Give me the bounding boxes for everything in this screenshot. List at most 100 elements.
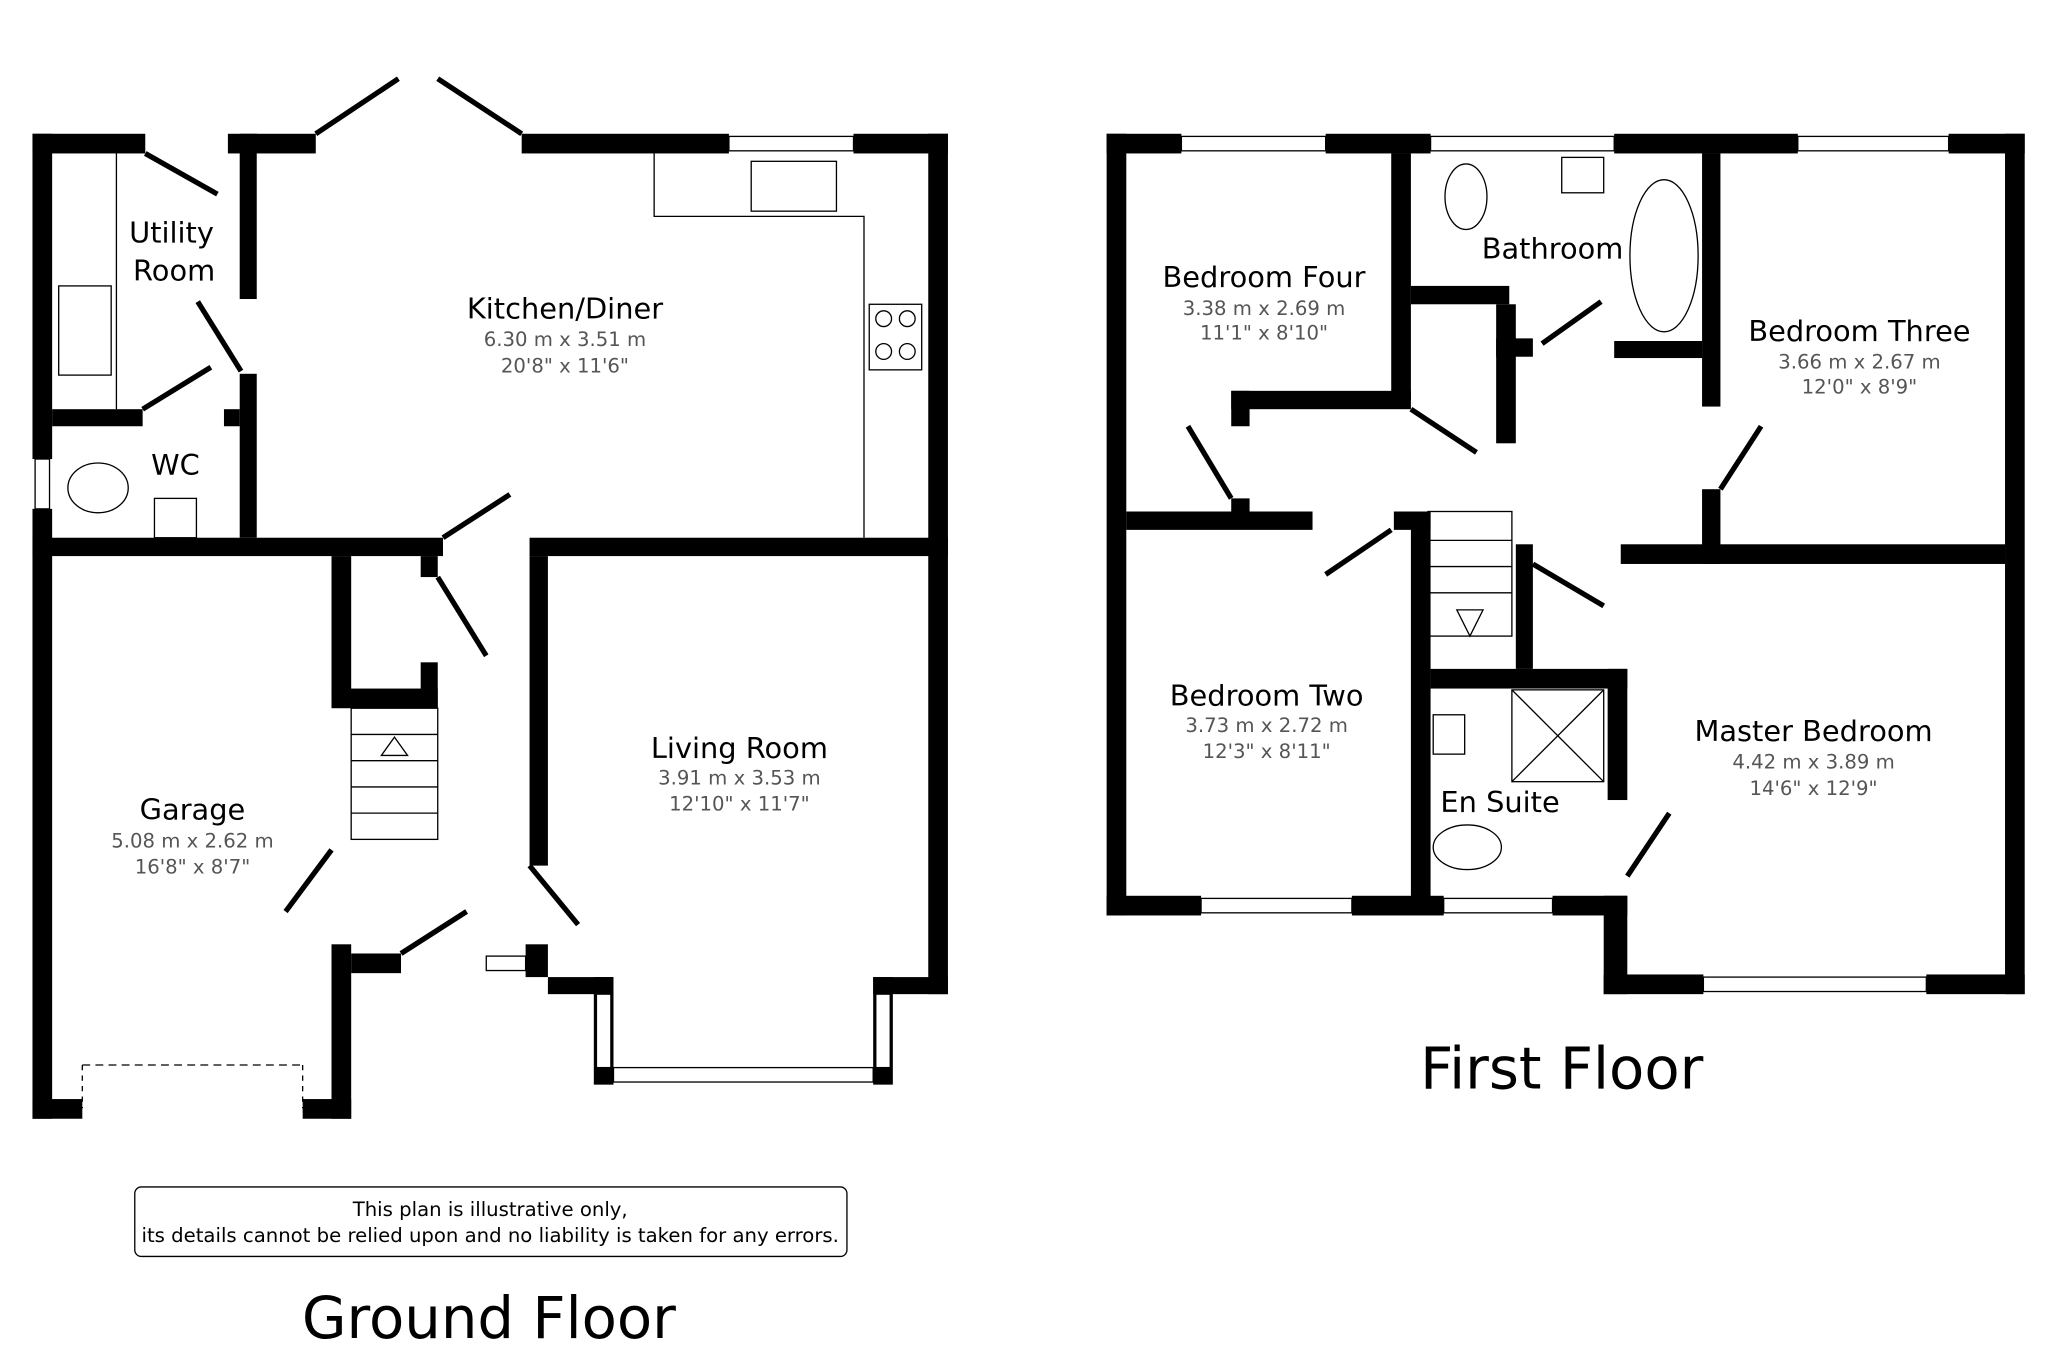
- wall: [853, 133, 948, 154]
- wall: [1231, 390, 1250, 427]
- window: [612, 1066, 874, 1083]
- room-dims-imperial-bed2: 12'3" x 8'11": [1203, 740, 1331, 763]
- wall: [1496, 338, 1533, 357]
- room-dims-metric-kitchen: 6.30 m x 3.51 m: [484, 328, 646, 351]
- stairs: [1427, 510, 1513, 637]
- wall: [1926, 974, 2025, 995]
- window: [1443, 897, 1554, 914]
- wall: [1410, 511, 1431, 905]
- wall: [302, 1099, 352, 1119]
- room-dims-metric-bed2: 3.73 m x 2.72 m: [1185, 714, 1347, 737]
- wall: [529, 537, 948, 557]
- wall: [1325, 133, 1431, 154]
- wall: [351, 953, 402, 974]
- window: [34, 458, 51, 510]
- room-dims-metric-bed3: 3.66 m x 2.67 m: [1778, 351, 1940, 374]
- disclaimer-box: [134, 1186, 848, 1258]
- wall: [32, 537, 443, 557]
- wall: [1126, 511, 1313, 530]
- wall: [1430, 668, 1628, 689]
- wall: [331, 688, 438, 709]
- room-dims-imperial-living: 12'10" x 11'7": [669, 793, 810, 816]
- basin-icon: [1561, 156, 1605, 194]
- wall: [32, 1099, 83, 1119]
- wall: [1607, 668, 1628, 801]
- wall: [1614, 341, 1703, 359]
- stairs: [350, 707, 439, 841]
- window: [1200, 897, 1353, 914]
- ground-floor-title: Ground Floor: [302, 1284, 676, 1352]
- wall: [32, 508, 53, 1119]
- bath-icon: [1629, 179, 1699, 333]
- wall: [239, 133, 257, 300]
- wall: [1496, 304, 1516, 444]
- room-dims-imperial-garage: 16'8" x 8'7": [135, 855, 251, 878]
- first-floor-title: First Floor: [1420, 1035, 1704, 1103]
- wall: [239, 373, 257, 538]
- room-dims-imperial-kitchen: 20'8" x 11'6": [501, 354, 629, 377]
- room-dims-metric-garage: 5.08 m x 2.62 m: [111, 829, 273, 852]
- room-name-wc: WC: [151, 448, 200, 482]
- wall: [420, 556, 438, 578]
- wall: [331, 556, 352, 696]
- window: [485, 955, 527, 972]
- sink-icon: [58, 285, 112, 376]
- hob-icon: [868, 303, 923, 371]
- window: [1429, 135, 1615, 152]
- wall: [1620, 544, 1703, 564]
- room-name-kitchen: Kitchen/Diner: [467, 292, 663, 326]
- wall: [1702, 153, 1721, 407]
- wall: [2005, 133, 2025, 995]
- wall: [1231, 498, 1250, 512]
- room-dims-imperial-bed3: 12'0" x 8'9": [1802, 375, 1918, 398]
- room-name-master: Master Bedroom: [1694, 714, 1932, 748]
- room-name-living: Living Room: [651, 731, 828, 765]
- room-dims-metric-bed4: 3.38 m x 2.69 m: [1183, 297, 1345, 320]
- walls: [32, 133, 2025, 1119]
- room-name-garage: Garage: [140, 793, 246, 827]
- wall: [1410, 285, 1510, 305]
- toilet-icon: [67, 462, 129, 514]
- wall: [32, 133, 146, 154]
- wall: [52, 409, 143, 427]
- wall: [1603, 895, 1628, 995]
- wall: [223, 409, 240, 427]
- toilet-icon: [1432, 824, 1503, 871]
- room-dims-metric-living: 3.91 m x 3.53 m: [658, 766, 820, 789]
- basin-icon: [1432, 714, 1466, 755]
- wall: [928, 133, 948, 995]
- window: [875, 993, 891, 1069]
- room-name-utility-2: Room: [133, 254, 215, 288]
- window: [728, 135, 855, 152]
- wall: [1231, 390, 1411, 410]
- room-name-bed3: Bedroom Three: [1748, 314, 1970, 348]
- room-name-ensuite: En Suite: [1440, 785, 1559, 819]
- room-name-bed2: Bedroom Two: [1170, 679, 1364, 713]
- wall: [1702, 544, 2006, 564]
- wall: [521, 133, 729, 154]
- wall: [1603, 974, 1704, 995]
- wall: [1515, 544, 1533, 669]
- disclaimer-line-1: This plan is illustrative only,: [352, 1198, 628, 1221]
- wall: [331, 944, 352, 1119]
- window: [1797, 135, 1950, 152]
- wall: [1106, 895, 1202, 916]
- disclaimer-line-2: its details cannot be relied upon and no…: [142, 1224, 839, 1247]
- wall: [420, 662, 438, 709]
- window: [1180, 135, 1327, 152]
- room-dims-imperial-master: 14'6" x 12'9": [1750, 777, 1878, 800]
- sink-icon: [750, 160, 838, 212]
- room-name-bath: Bathroom: [1482, 231, 1624, 265]
- room-dims-imperial-bed4: 11'1" x 8'10": [1200, 322, 1328, 345]
- room-dims-metric-master: 4.42 m x 3.89 m: [1732, 751, 1894, 774]
- wall: [529, 556, 548, 866]
- window: [1702, 976, 1927, 993]
- shower-icon: [1511, 689, 1605, 783]
- toilet-icon: [1444, 163, 1488, 231]
- window: [595, 993, 612, 1069]
- wall: [1614, 133, 1798, 154]
- room-name-bed4: Bedroom Four: [1163, 260, 1366, 294]
- wall: [1391, 153, 1411, 401]
- basin-icon: [153, 497, 198, 539]
